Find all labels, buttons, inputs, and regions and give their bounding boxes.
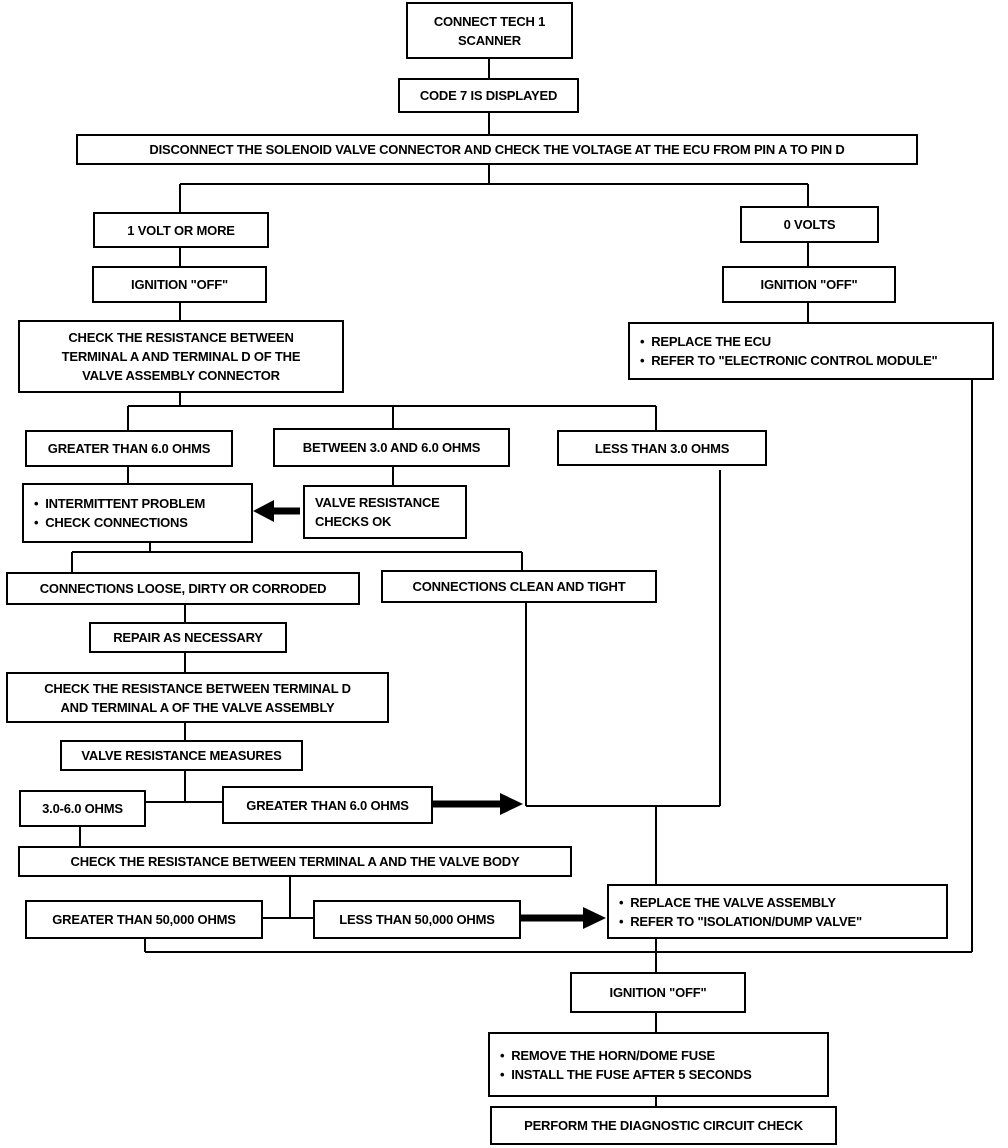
box-line: CONNECT TECH 1	[433, 13, 546, 29]
check-resistance-da-box: CHECK THE RESISTANCE BETWEEN TERMINAL D …	[6, 672, 389, 723]
box-line: DISCONNECT THE SOLENOID VALVE CONNECTOR …	[149, 142, 845, 157]
less-3-ohms-box: LESS THAN 3.0 OHMS	[557, 430, 767, 466]
box-line: REMOVE THE HORN/DOME FUSE	[500, 1046, 715, 1065]
box-line: TERMINAL A AND TERMINAL D OF THE	[61, 349, 301, 364]
box-line: VALVE RESISTANCE	[315, 495, 440, 510]
connect-tech-box: CONNECT TECH 1 SCANNER	[406, 2, 573, 59]
connections-clean-box: CONNECTIONS CLEAN AND TIGHT	[381, 570, 657, 603]
box-line: LESS THAN 50,000 OHMS	[339, 912, 495, 927]
box-line: REPLACE THE ECU	[640, 332, 771, 351]
box-line: GREATER THAN 6.0 OHMS	[47, 441, 211, 456]
ignition-off-left-box: IGNITION "OFF"	[92, 266, 267, 303]
box-line: REPLACE THE VALVE ASSEMBLY	[619, 893, 836, 912]
box-line: INTERMITTENT PROBLEM	[34, 494, 205, 513]
repair-box: REPAIR AS NECESSARY	[89, 622, 287, 653]
box-line: IGNITION "OFF"	[609, 985, 707, 1000]
box-line: CHECK THE RESISTANCE BETWEEN TERMINAL D	[44, 680, 351, 696]
ignition-off-bottom-box: IGNITION "OFF"	[570, 972, 746, 1013]
box-line: INSTALL THE FUSE AFTER 5 SECONDS	[500, 1065, 752, 1084]
box-line: CODE 7 IS DISPLAYED	[419, 88, 558, 103]
check-resistance-ad-box: CHECK THE RESISTANCE BETWEEN TERMINAL A …	[18, 320, 344, 393]
box-line: GREATER THAN 6.0 OHMS	[246, 797, 409, 813]
box-line: 3.0-6.0 OHMS	[42, 801, 123, 816]
box-line: 0 VOLTS	[783, 217, 836, 232]
box-line: CHECK THE RESISTANCE BETWEEN	[68, 330, 294, 345]
replace-valve-box: REPLACE THE VALVE ASSEMBLY REFER TO "ISO…	[607, 884, 948, 939]
box-line: AND TERMINAL A OF THE VALVE ASSEMBLY	[60, 699, 335, 715]
check-resistance-body-box: CHECK THE RESISTANCE BETWEEN TERMINAL A …	[18, 846, 572, 877]
box-line: 1 VOLT OR MORE	[127, 222, 235, 238]
box-line: BETWEEN 3.0 AND 6.0 OHMS	[302, 440, 481, 455]
greater-6-ohms-box: GREATER THAN 6.0 OHMS	[25, 430, 233, 467]
between-3-6-ohms-box: BETWEEN 3.0 AND 6.0 OHMS	[273, 428, 510, 467]
box-line: CONNECTIONS LOOSE, DIRTY OR CORRODED	[39, 581, 327, 596]
code7-box: CODE 7 IS DISPLAYED	[398, 78, 579, 113]
box-line: SCANNER	[458, 32, 521, 48]
box-line: REFER TO "ISOLATION/DUMP VALVE"	[619, 912, 862, 931]
box-line: REPAIR AS NECESSARY	[113, 630, 263, 645]
perform-check-box: PERFORM THE DIAGNOSTIC CIRCUIT CHECK	[490, 1106, 837, 1145]
intermittent-problem-box: INTERMITTENT PROBLEM CHECK CONNECTIONS	[22, 483, 253, 543]
box-line: PERFORM THE DIAGNOSTIC CIRCUIT CHECK	[524, 1118, 803, 1133]
remove-fuse-box: REMOVE THE HORN/DOME FUSE INSTALL THE FU…	[488, 1032, 829, 1097]
connections-loose-box: CONNECTIONS LOOSE, DIRTY OR CORRODED	[6, 572, 360, 605]
greater-50k-ohms-box: GREATER THAN 50,000 OHMS	[25, 900, 263, 939]
box-line: CONNECTIONS CLEAN AND TIGHT	[412, 579, 626, 594]
box-line: CHECK CONNECTIONS	[34, 513, 188, 532]
box-line: REFER TO "ELECTRONIC CONTROL MODULE"	[640, 351, 938, 370]
ignition-off-right-box: IGNITION "OFF"	[722, 266, 896, 303]
box-line: VALVE RESISTANCE MEASURES	[81, 748, 282, 763]
zero-volts-box: 0 VOLTS	[740, 206, 879, 243]
one-volt-box: 1 VOLT OR MORE	[93, 212, 269, 248]
replace-ecu-box: REPLACE THE ECU REFER TO "ELECTRONIC CON…	[628, 322, 994, 380]
box-line: LESS THAN 3.0 OHMS	[594, 440, 730, 456]
ohms-3-6-box: 3.0-6.0 OHMS	[19, 790, 146, 827]
box-line: CHECK THE RESISTANCE BETWEEN TERMINAL A …	[70, 854, 520, 869]
valve-resistance-measures-box: VALVE RESISTANCE MEASURES	[60, 740, 303, 771]
box-line: IGNITION "OFF"	[131, 277, 228, 292]
greater-6-ohms-b-box: GREATER THAN 6.0 OHMS	[222, 786, 433, 824]
box-line: IGNITION "OFF"	[760, 277, 858, 292]
disconnect-box: DISCONNECT THE SOLENOID VALVE CONNECTOR …	[76, 134, 918, 165]
box-line: VALVE ASSEMBLY CONNECTOR	[82, 368, 280, 383]
less-50k-ohms-box: LESS THAN 50,000 OHMS	[313, 900, 521, 939]
box-line: GREATER THAN 50,000 OHMS	[52, 912, 236, 927]
valve-resistance-ok-box: VALVE RESISTANCE CHECKS OK	[303, 485, 467, 539]
box-line: CHECKS OK	[315, 514, 392, 529]
